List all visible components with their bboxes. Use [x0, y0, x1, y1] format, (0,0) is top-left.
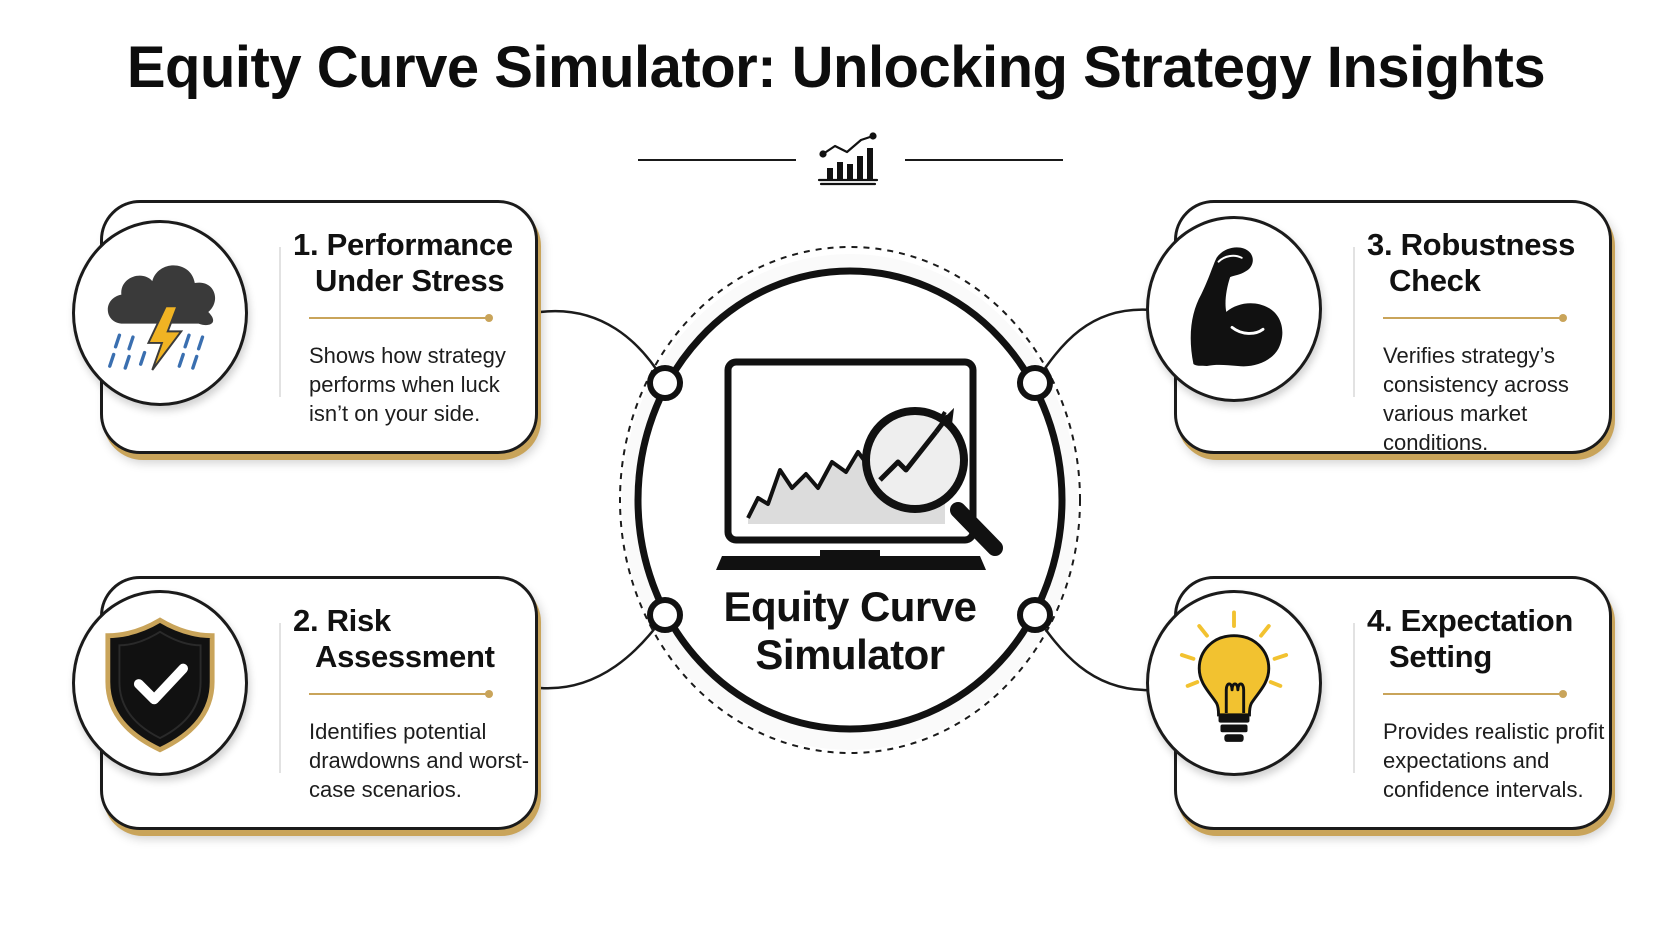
card-title-line1: Robustness	[1400, 227, 1576, 262]
card-title-line1: Risk	[326, 603, 392, 638]
card-title: 1. Performance Under Stress	[293, 227, 533, 299]
card-accent-line	[1383, 690, 1567, 698]
title-divider-right	[905, 159, 1063, 161]
center-dashed-ring	[619, 246, 1081, 754]
card-description: Verifies strategy’s consistency across v…	[1383, 343, 1569, 455]
card-number: 3.	[1367, 227, 1393, 262]
shield-check-icon	[72, 590, 248, 776]
card-number: 2.	[293, 603, 319, 638]
card-separator	[1353, 247, 1355, 397]
card-title: 4. Expectation Setting	[1367, 603, 1607, 675]
card-description: Shows how strategy performs when luck is…	[309, 343, 506, 426]
card-number: 4.	[1367, 603, 1393, 638]
storm-cloud-icon	[72, 220, 248, 406]
card-title-line1: Expectation	[1400, 603, 1574, 638]
chart-analytics-icon	[817, 132, 879, 186]
card-title-line1: Performance	[326, 227, 514, 262]
center-label-line1: Equity Curve	[723, 583, 977, 630]
center-label: Equity Curve Simulator	[700, 583, 1000, 679]
card-accent-line	[309, 314, 493, 322]
card-title-line2: Assessment	[315, 639, 495, 674]
card-title-line2: Setting	[1389, 639, 1492, 674]
laptop-magnifier-chart-icon	[716, 358, 1003, 570]
title-divider-left	[638, 159, 796, 161]
card-title: 3. Robustness Check	[1367, 227, 1607, 299]
card-separator	[1353, 623, 1355, 773]
card-title-line2: Check	[1389, 263, 1481, 298]
page-title: Equity Curve Simulator: Unlocking Strate…	[126, 35, 1546, 100]
center-label-line2: Simulator	[755, 631, 945, 678]
card-accent-line	[1383, 314, 1567, 322]
flexed-arm-icon	[1146, 216, 1322, 402]
lightbulb-icon	[1146, 590, 1322, 776]
card-title: 2. Risk Assessment	[293, 603, 533, 675]
card-description: Provides realistic profit expectations a…	[1383, 719, 1605, 802]
card-accent-line	[309, 690, 493, 698]
card-separator	[279, 623, 281, 773]
card-number: 1.	[293, 227, 319, 262]
card-description: Identifies potential drawdowns and worst…	[309, 719, 530, 802]
card-title-line2: Under Stress	[315, 263, 505, 298]
card-expectation-setting: 4. Expectation Setting Provides realisti…	[1174, 576, 1612, 830]
card-separator	[279, 247, 281, 397]
